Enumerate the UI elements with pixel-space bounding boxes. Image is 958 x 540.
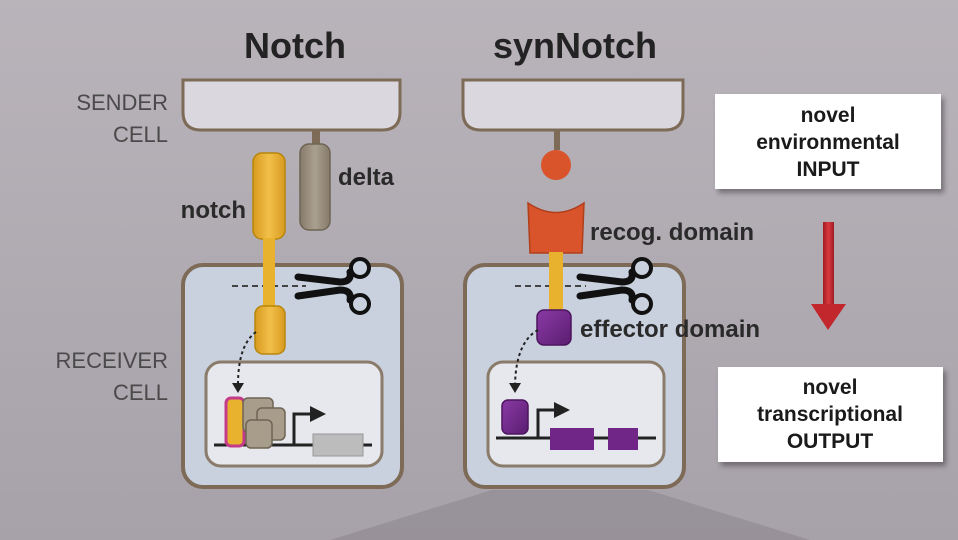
nicd-fragment <box>224 396 246 448</box>
output-box-line-2: transcriptional <box>757 403 903 426</box>
scissors-icon <box>576 257 653 315</box>
sender-cell-notch <box>181 78 402 132</box>
label-effector-domain: effector domain <box>580 316 760 343</box>
transcription-complex <box>242 397 286 449</box>
receiver-cell-label-1: RECEIVER <box>56 348 168 373</box>
sender-cell-label-2: CELL <box>113 122 168 147</box>
promoter-arrowhead-synnotch <box>554 402 570 418</box>
output-box-line-3: OUTPUT <box>787 430 874 453</box>
sender-cell-label-1: SENDER <box>76 90 168 115</box>
gene-notch <box>312 433 364 457</box>
translocation-arrowhead-synnotch <box>509 383 521 393</box>
output-box-line-1: novel <box>803 376 858 399</box>
notch-receptor <box>252 152 286 355</box>
gene-synnotch-1 <box>550 428 594 450</box>
title-notch: Notch <box>244 25 346 66</box>
effector-bound <box>501 399 529 435</box>
label-notch: notch <box>181 197 246 224</box>
label-delta: delta <box>338 164 395 191</box>
receiver-cell-label-2: CELL <box>113 380 168 405</box>
input-box-line-3: INPUT <box>797 158 860 181</box>
zoom-trapezoid <box>330 490 810 540</box>
translocation-arrow-notch <box>237 331 257 386</box>
title-synnotch: synNotch <box>493 25 657 66</box>
input-box: novel environmental INPUT <box>715 94 941 189</box>
promoter-arrow-notch <box>292 412 312 445</box>
delta-ligand <box>299 130 331 231</box>
input-box-line-1: novel <box>801 104 856 127</box>
translocation-arrow-synnotch <box>514 329 539 386</box>
output-box: novel transcriptional OUTPUT <box>718 367 943 462</box>
promoter-arrow-synnotch <box>536 408 556 438</box>
input-box-line-2: environmental <box>756 131 900 154</box>
label-recog-domain: recog. domain <box>590 219 754 246</box>
flow-arrow <box>811 222 846 330</box>
promoter-arrowhead-notch <box>310 406 326 422</box>
translocation-arrowhead-notch <box>232 383 244 393</box>
gene-synnotch-2 <box>608 428 638 450</box>
scissors-icon <box>294 257 371 315</box>
synnotch-receptor <box>527 130 585 346</box>
sender-cell-synnotch <box>461 78 685 132</box>
